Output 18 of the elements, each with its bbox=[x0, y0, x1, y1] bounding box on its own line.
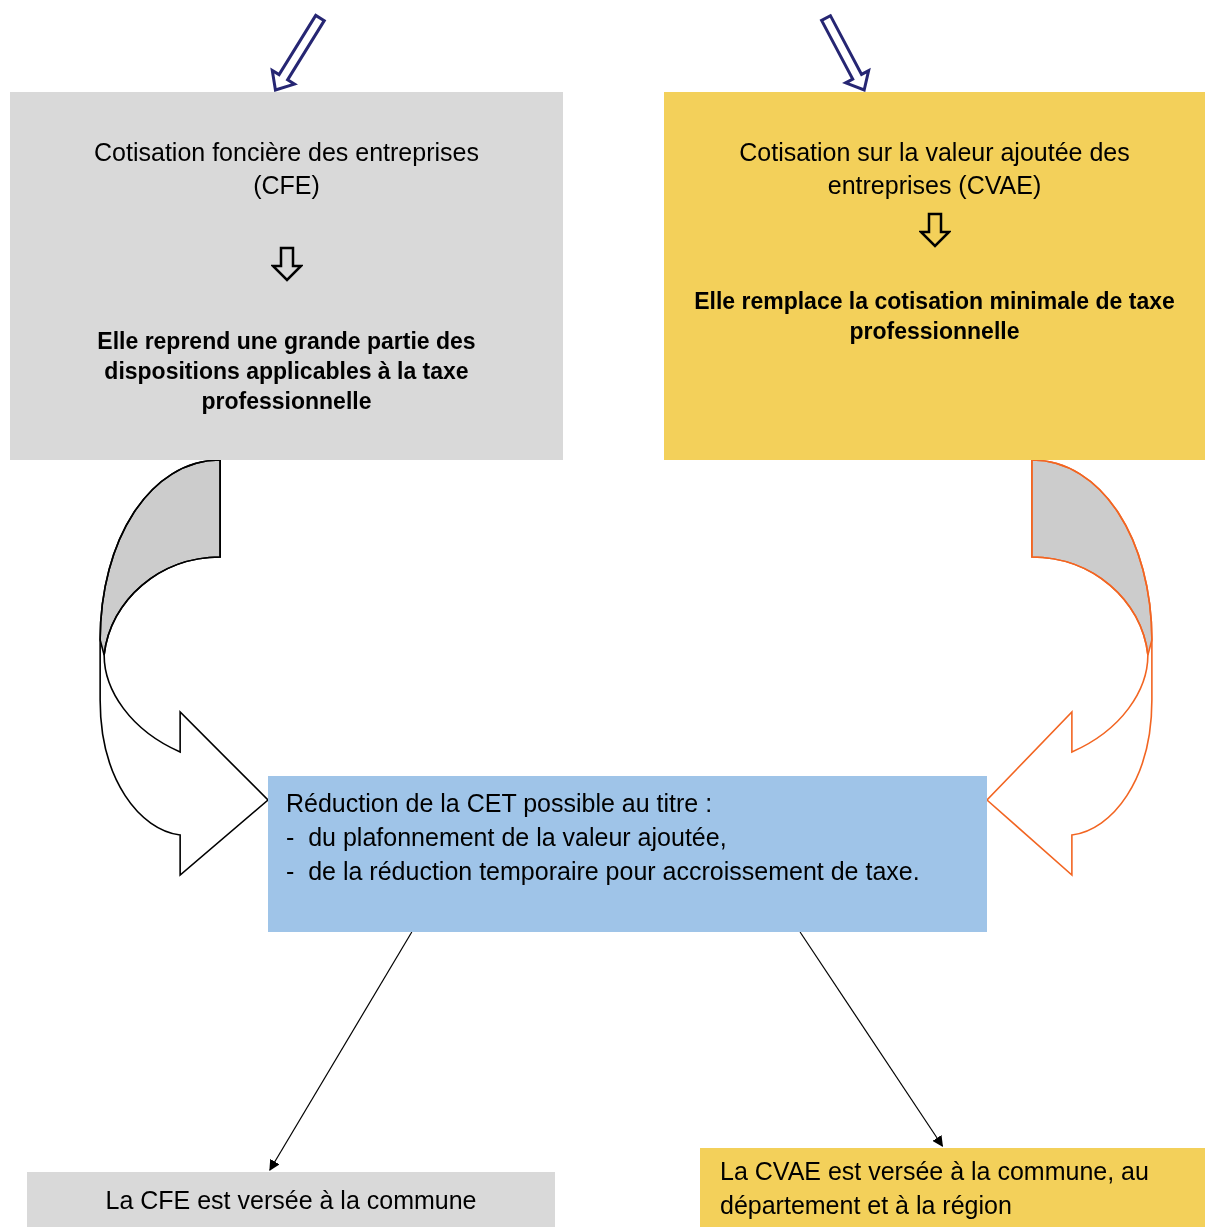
list-item: - du plafonnement de la valeur ajoutée, bbox=[286, 822, 728, 853]
heading: Réduction de la CET possible au titre : bbox=[286, 788, 714, 819]
text-box bbox=[27, 1172, 555, 1227]
description: La CFE est versée à la commune bbox=[104, 1184, 478, 1216]
hollow-arrow bbox=[270, 13, 327, 92]
text-box bbox=[10, 92, 563, 460]
text-box bbox=[700, 1148, 1205, 1227]
heading: Cotisation sur la valeur ajoutée des entreprises (CVAE) bbox=[738, 137, 1131, 201]
arrow bbox=[269, 931, 413, 1171]
text-box bbox=[664, 92, 1205, 460]
heading: Cotisation foncière des entreprises (CFE) bbox=[93, 137, 480, 201]
arrow bbox=[799, 931, 943, 1147]
description: Elle remplace la cotisation minimale de taxe professionnelle bbox=[693, 287, 1176, 346]
text-box bbox=[268, 776, 987, 932]
list-item: - de la réduction temporaire pour accroissement de taxe. bbox=[286, 856, 921, 887]
hollow-arrow bbox=[819, 13, 871, 93]
description: Elle reprend une grande partie des dispositions applicables à la taxe professionnelle bbox=[96, 327, 477, 416]
description: La CVAE est versée à la commune, au département et à la région bbox=[720, 1155, 1150, 1221]
